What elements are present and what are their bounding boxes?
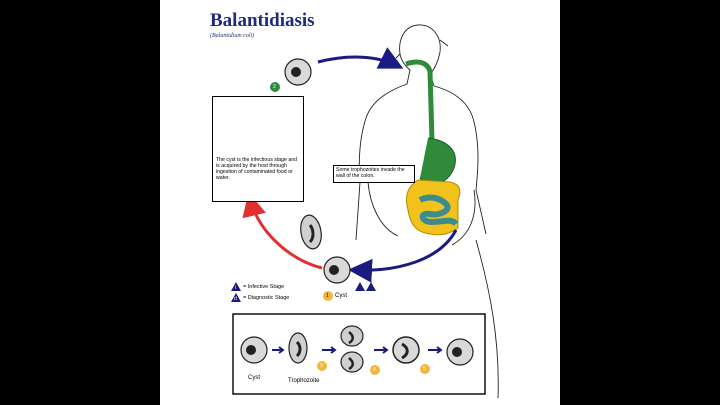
step-5-badge	[420, 364, 430, 374]
arrow-excretion	[348, 229, 458, 283]
stage-cyst	[240, 336, 268, 364]
arrow-ingestion	[317, 47, 404, 69]
diagram-title: Balantidiasis	[210, 10, 315, 31]
step-4-badge	[370, 365, 380, 375]
step-3-badge	[317, 361, 327, 371]
info-box-text: The cyst is the infectious stage and is …	[216, 157, 298, 181]
large-intestine	[405, 179, 461, 236]
esophagus	[405, 59, 435, 141]
step-3-number: 3	[320, 363, 323, 369]
stage-encystation	[392, 336, 420, 364]
cyst-top	[284, 58, 312, 86]
human-body-outline	[355, 24, 487, 241]
bottom-trophozoite-label: Trophozoite	[288, 378, 320, 384]
diagram-subtitle: (Balantidium coli)	[210, 33, 255, 39]
stage-division	[340, 325, 364, 373]
cyst-diagnostic-triangle-icon	[366, 282, 376, 291]
infective-triangle-icon	[231, 282, 241, 291]
colon-invasion-note: Some trophozoites invade the wall of the…	[333, 165, 415, 183]
trophozoite-mid	[300, 214, 322, 250]
diagnostic-triangle-icon	[231, 293, 241, 302]
diagnostic-symbol: d	[234, 296, 237, 302]
step-1-number: 1	[326, 293, 329, 299]
stage-arrows	[272, 346, 443, 354]
stomach	[419, 137, 456, 185]
step-2-number: 2	[273, 84, 276, 90]
stage-mature-cyst	[446, 338, 474, 366]
body-lower-outline	[367, 181, 499, 399]
step-1-badge	[323, 291, 333, 301]
small-intestine	[418, 194, 459, 227]
infective-stage-info-box: The cyst is the infectious stage and is …	[212, 96, 304, 202]
cyst-label: Cyst	[335, 293, 347, 299]
step-5-number: 5	[423, 366, 426, 372]
bottom-cyst-label: Cyst	[248, 375, 260, 381]
stage-excystation	[288, 332, 308, 364]
step-2-badge	[270, 82, 280, 92]
infective-symbol: i	[235, 285, 237, 291]
cyst-bottom	[323, 256, 351, 284]
cyst-infective-triangle-icon	[355, 282, 365, 291]
arrow-to-environment	[242, 192, 323, 270]
legend-diagnostic: = Diagnostic Stage	[243, 295, 290, 301]
legend-infective: = Infective Stage	[243, 284, 285, 290]
step-4-number: 4	[373, 367, 376, 373]
